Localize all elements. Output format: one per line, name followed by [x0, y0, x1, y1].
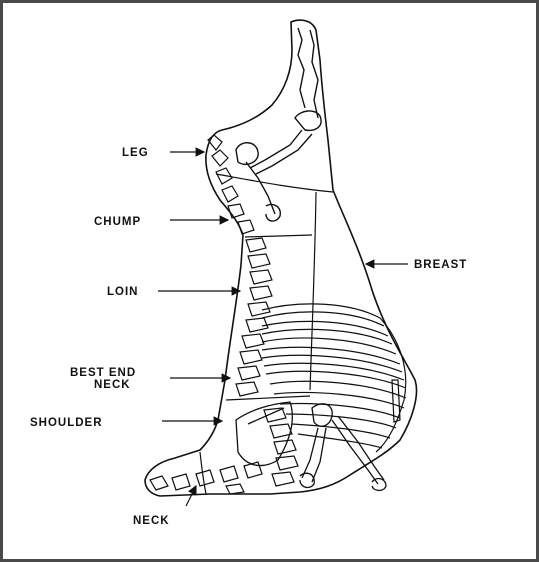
- label-neck: NECK: [133, 515, 170, 527]
- label-shoulder: SHOULDER: [30, 417, 103, 429]
- label-chump: CHUMP: [94, 216, 141, 228]
- label-best-end-line1: BEST END: [70, 367, 136, 379]
- neck-arrow: [185, 484, 197, 507]
- shoulder-bones: [235, 401, 387, 492]
- ribs: [261, 303, 407, 453]
- label-breast: BREAST: [414, 259, 467, 271]
- spine: [207, 134, 299, 487]
- leg-bones: [235, 27, 322, 222]
- label-loin: LOIN: [107, 286, 138, 298]
- label-arrows: [158, 147, 408, 507]
- label-leg: LEG: [122, 147, 149, 159]
- cut-lines: [199, 173, 334, 495]
- label-best-end-line2: NECK: [94, 379, 131, 391]
- carcass-outline: [144, 19, 418, 497]
- neck-bones: [149, 461, 263, 495]
